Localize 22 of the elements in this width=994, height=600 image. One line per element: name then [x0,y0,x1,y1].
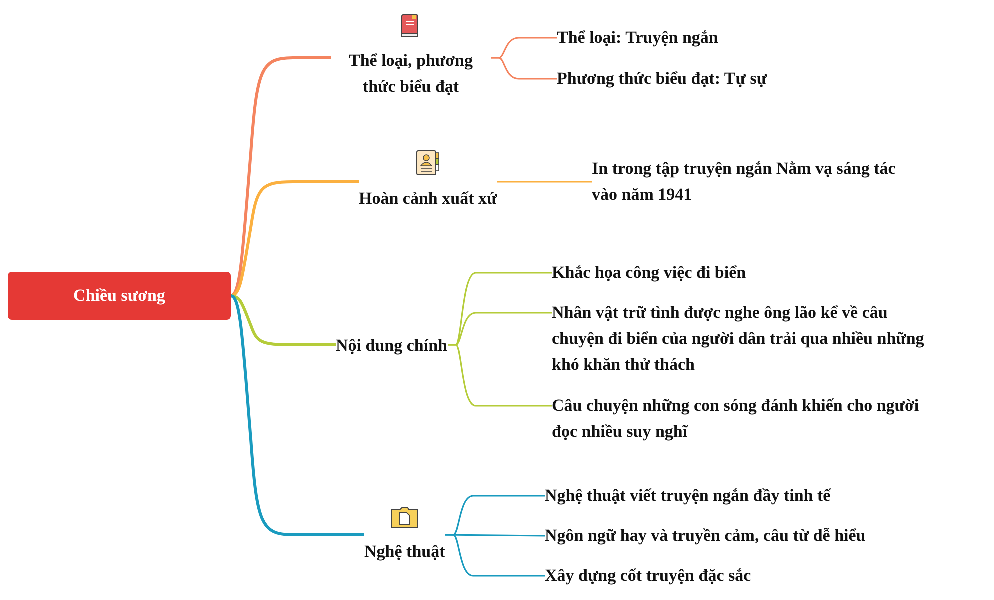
subtopic-text: In trong tập truyện ngắn Nằm vạ sáng tác vào năm 1941 [592,156,922,208]
branch-line [230,294,336,346]
branch-line [230,294,364,536]
branch-line [446,534,545,577]
branch-line [448,344,552,407]
subtopic-text: Phương thức biểu đạt: Tự sự [557,66,857,92]
central-topic: Chiều sương [8,272,231,320]
branch-topic: Nội dung chính [336,335,448,357]
branch-line [230,56,331,298]
subtopic-text: Thể loại: Truyện ngắn [557,25,857,51]
branch-topic: Nghệ thuật [364,541,446,563]
branch-line [230,180,359,298]
subtopic-text: Khắc họa công việc đi biển [552,260,852,286]
subtopic-text: Nhân vật trữ tình được nghe ông lão kể về câu chuyện đi biển của người dân trải qua nhiều những khó khăn thử thách [552,300,937,378]
branch-line [497,181,592,183]
subtopic-text: Nghệ thuật viết truyện ngắn đầy tinh tế [545,483,925,509]
branch-line [491,57,557,80]
branch-topic: Thể loại, phương thức biểu đạt [348,50,474,98]
branch-topic: Hoàn cảnh xuất xứ [359,188,498,210]
subtopic-text: Câu chuyện những con sóng đánh khiến cho người đọc nhiều suy nghĩ [552,393,924,445]
subtopic-text: Ngôn ngữ hay và truyền cảm, câu từ dễ hiểu [545,523,945,549]
subtopic-text: Xây dựng cốt truyện đặc sắc [545,563,925,589]
